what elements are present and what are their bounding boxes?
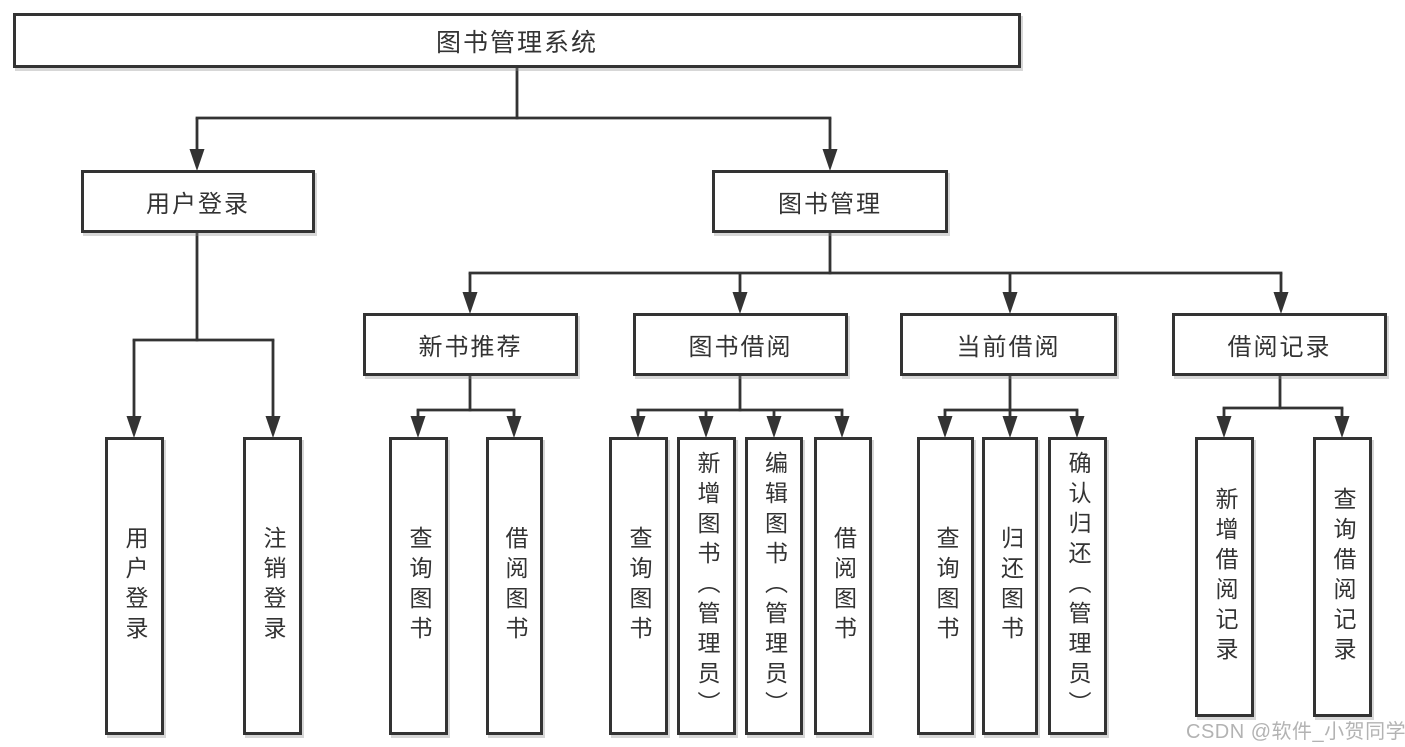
leaf-current-return-book: 归还图书 [982,437,1038,735]
csdn-watermark: CSDN @软件_小贺同学 [1186,721,1405,743]
node-new-book-recommend-label: 新书推荐 [418,334,523,361]
leaf-current-confirm-return-admin: 确认归还（管理员） [1048,437,1107,735]
leaf-recommend-borrow-book: 借阅图书 [486,437,543,735]
leaf-logout: 注销登录 [243,437,302,735]
node-book-management: 图书管理 [712,170,948,233]
node-user-login: 用户登录 [81,170,315,233]
leaf-user-login: 用户登录 [105,437,164,735]
leaf-borrow-borrow-book-label: 借阅图书 [830,526,857,646]
leaf-recommend-search-book-label: 查询图书 [406,526,432,646]
node-book-borrow: 图书借阅 [633,313,848,376]
leaf-records-add-record: 新增借阅记录 [1195,437,1254,717]
node-book-borrow-label: 图书借阅 [688,334,793,361]
leaf-borrow-borrow-book: 借阅图书 [814,437,872,735]
node-new-book-recommend: 新书推荐 [363,313,578,376]
node-root: 图书管理系统 [13,13,1021,68]
leaf-current-confirm-return-admin-label: 确认归还（管理员） [1065,451,1091,721]
node-book-management-label: 图书管理 [778,191,882,218]
leaf-records-search-record: 查询借阅记录 [1313,437,1372,717]
leaf-records-add-record-label: 新增借阅记录 [1212,487,1238,667]
leaf-borrow-edit-book-admin: 编辑图书（管理员） [745,437,803,735]
leaf-borrow-add-book-admin-label: 新增图书（管理员） [694,451,720,721]
leaf-records-search-record-label: 查询借阅记录 [1330,487,1356,667]
leaf-recommend-search-book: 查询图书 [389,437,448,735]
leaf-borrow-add-book-admin: 新增图书（管理员） [677,437,736,735]
leaf-borrow-search-book-label: 查询图书 [626,526,652,646]
leaf-current-return-book-label: 归还图书 [997,526,1024,646]
leaf-user-login-label: 用户登录 [122,526,148,646]
leaf-recommend-borrow-book-label: 借阅图书 [502,526,528,646]
leaf-borrow-search-book: 查询图书 [609,437,668,735]
node-user-login-label: 用户登录 [146,191,250,218]
node-borrow-records-label: 借阅记录 [1227,334,1332,361]
node-current-borrow-label: 当前借阅 [956,334,1061,361]
leaf-borrow-edit-book-admin-label: 编辑图书（管理员） [761,451,788,721]
node-borrow-records: 借阅记录 [1172,313,1387,376]
leaf-current-search-book-label: 查询图书 [933,526,959,646]
node-current-borrow: 当前借阅 [900,313,1117,376]
leaf-logout-label: 注销登录 [260,526,286,646]
leaf-current-search-book: 查询图书 [917,437,974,735]
node-root-label: 图书管理系统 [435,28,598,57]
